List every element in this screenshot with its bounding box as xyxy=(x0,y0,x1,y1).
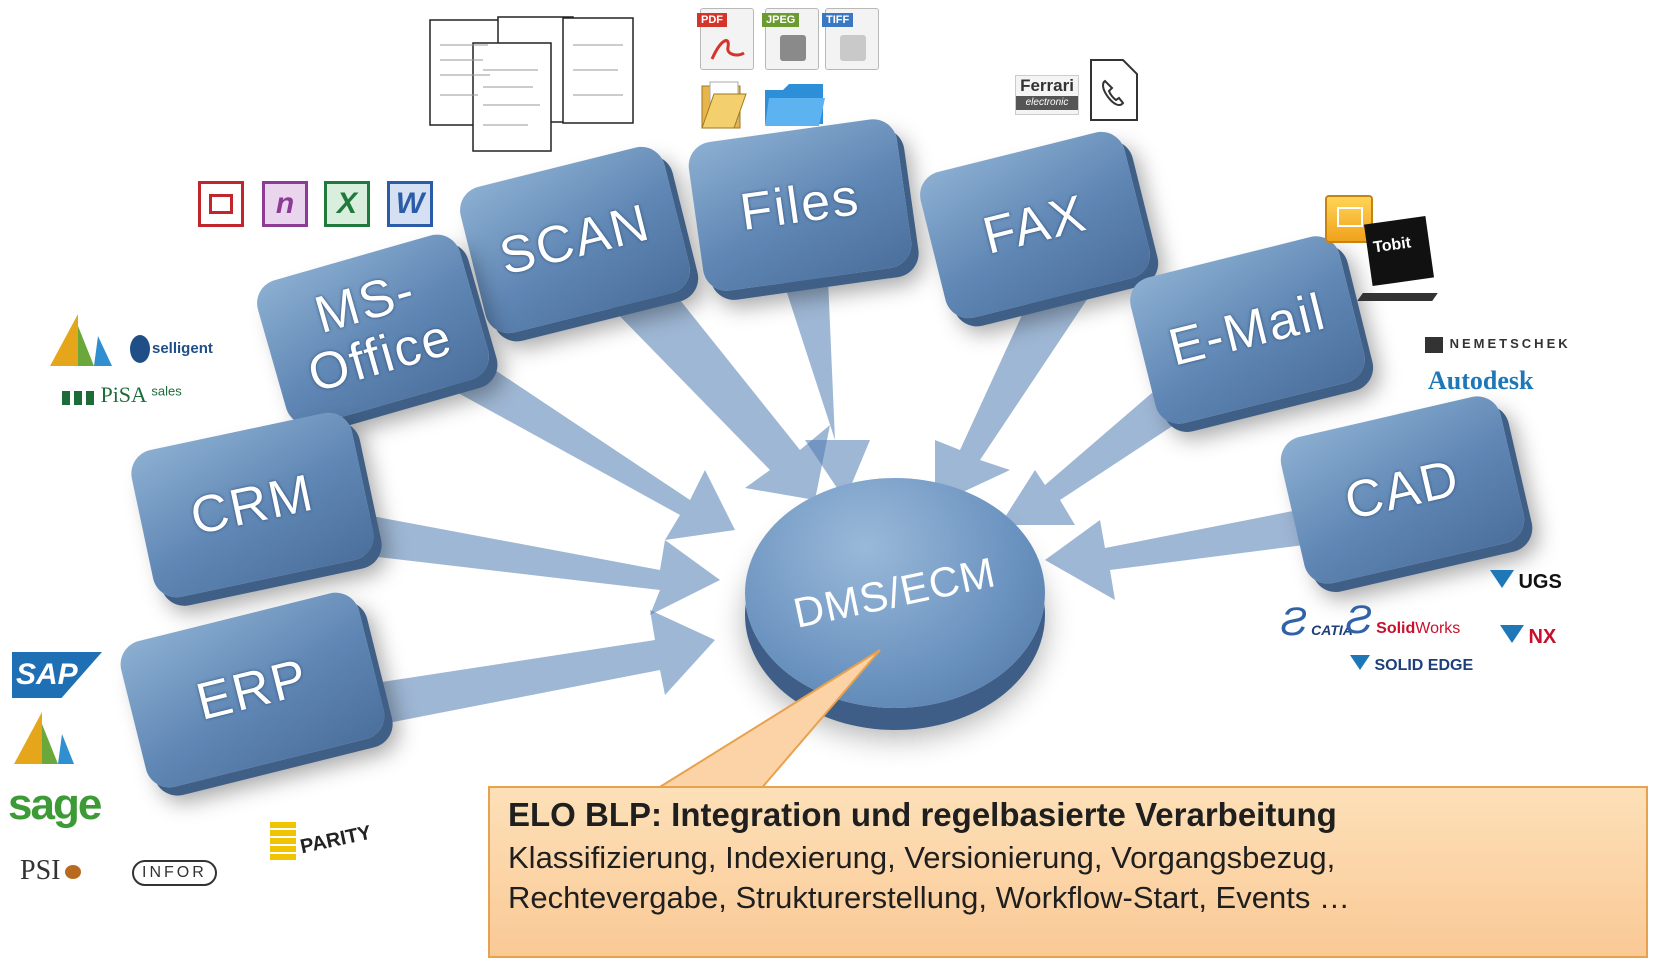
ugs-wordmark: UGS xyxy=(1518,571,1562,593)
sap-wordmark: SAP xyxy=(16,658,78,691)
blue-folder-icon xyxy=(765,84,825,126)
onenote-icon: n xyxy=(262,181,308,227)
pdf-tag: PDF xyxy=(697,13,727,27)
pisa-sales-logo: PiSA sales xyxy=(62,382,182,408)
solidworks-bold: Solid xyxy=(1376,620,1416,637)
jpeg-tag: JPEG xyxy=(762,13,800,27)
tobit-logo: Tobit xyxy=(1363,215,1435,287)
word-icon: W xyxy=(387,181,433,227)
dynamics-logo-icon xyxy=(50,314,112,366)
arrow-fax xyxy=(935,265,1100,505)
catia-wordmark: CATIA xyxy=(1311,622,1353,638)
ferrari-subtitle: electronic xyxy=(1016,96,1078,110)
tobit-wordmark: Tobit xyxy=(1372,234,1413,257)
excel-icon: X xyxy=(324,181,370,227)
powerpoint-icon xyxy=(198,181,244,227)
nx-triangle-icon xyxy=(1500,625,1524,643)
parity-wordmark: PARITY xyxy=(298,822,374,859)
psi-wordmark: PSI xyxy=(20,855,61,886)
arrow-files xyxy=(760,210,870,500)
pisa-sales-word: sales xyxy=(151,383,182,399)
solidworks-logo: Ƨ SolidWorks xyxy=(1345,598,1460,643)
callout-line-1: Klassifizierung, Indexierung, Versionier… xyxy=(508,840,1336,875)
fax-phone-icon xyxy=(1090,59,1138,121)
selligent-logo: selligent xyxy=(130,335,213,363)
outlook-icon xyxy=(1325,195,1373,243)
nemetschek-wordmark: NEMETSCHEK xyxy=(1449,336,1571,351)
nemetschek-logo: NEMETSCHEK xyxy=(1425,336,1571,353)
catia-logo: Ƨ CATIA xyxy=(1280,600,1353,645)
ugs-triangle-icon xyxy=(1490,570,1514,588)
excel-glyph: X xyxy=(336,187,357,220)
word-glyph: W xyxy=(395,187,425,220)
ds-mark-icon-2: Ƨ xyxy=(1345,598,1372,642)
solid-edge-wordmark: SOLID EDGE xyxy=(1374,657,1474,674)
selligent-wordmark: selligent xyxy=(152,339,213,357)
tiff-file-icon: TIFF xyxy=(822,8,879,70)
ugs-logo: UGS xyxy=(1490,570,1562,594)
ferrari-wordmark: Ferrari xyxy=(1020,76,1074,95)
pisa-squares-icon xyxy=(62,390,96,405)
nx-logo: NX xyxy=(1500,625,1556,649)
solidworks-rest: Works xyxy=(1415,620,1461,637)
parity-stack-icon xyxy=(270,822,296,862)
ds-mark-icon: Ƨ xyxy=(1280,600,1307,644)
ferrari-electronic-logo: Ferrari electronic xyxy=(1015,75,1079,115)
selligent-mark xyxy=(130,335,150,363)
parity-logo: PARITY xyxy=(270,822,374,862)
pdf-file-icon: PDF xyxy=(697,8,754,70)
folder-documents-icon xyxy=(701,81,747,129)
callout-line-2: Rechtevergabe, Strukturerstellung, Workf… xyxy=(508,880,1350,916)
psi-logo: PSI xyxy=(20,855,81,887)
onenote-glyph: n xyxy=(275,187,295,220)
nx-wordmark: NX xyxy=(1528,626,1557,648)
psi-dot-icon xyxy=(64,865,81,879)
callout-title: ELO BLP: Integration und regelbasierte V… xyxy=(508,796,1337,833)
dynamics-erp-logo-icon xyxy=(14,712,74,764)
pisa-wordmark: PiSA xyxy=(100,382,147,407)
dms-ecm-hub: DMS/ECM xyxy=(745,478,1045,708)
nemetschek-mark-icon xyxy=(1425,336,1443,353)
autodesk-logo: Autodesk xyxy=(1428,366,1534,395)
jpeg-file-icon: JPEG xyxy=(762,8,819,70)
callout-box: ELO BLP: Integration und regelbasierte V… xyxy=(488,786,1648,958)
arrow-crm xyxy=(260,495,720,615)
sage-logo: sage xyxy=(8,780,102,829)
solid-edge-triangle-icon xyxy=(1350,655,1370,670)
solid-edge-logo: SOLID EDGE xyxy=(1350,655,1473,675)
tiff-tag: TIFF xyxy=(822,13,854,27)
infor-logo: INFOR xyxy=(132,860,217,886)
tobit-shadow xyxy=(1357,293,1438,301)
scanned-documents-icon xyxy=(429,16,634,152)
